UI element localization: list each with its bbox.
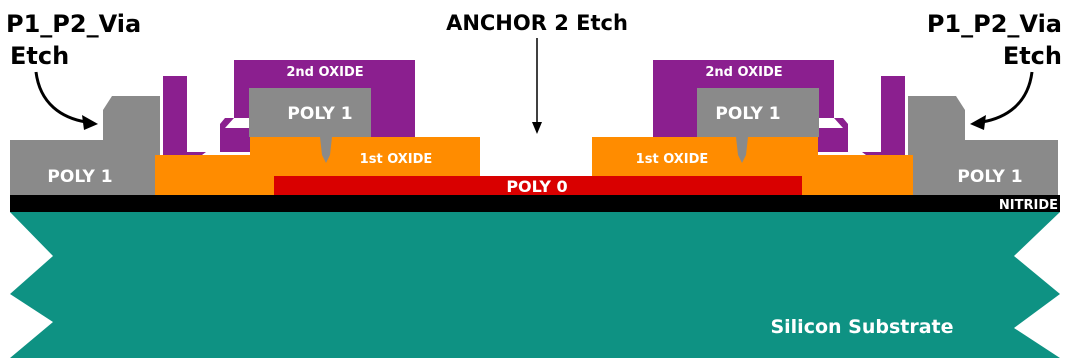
poly1-right-center bbox=[653, 88, 819, 148]
poly1-right-stem bbox=[736, 137, 748, 163]
poly1-left-edge-label: POLY 1 bbox=[47, 167, 112, 187]
poly1-left-center-label: POLY 1 bbox=[287, 104, 352, 124]
right-via-arrow bbox=[970, 71, 1034, 130]
anchor-etch-title: ANCHOR 2 Etch bbox=[446, 11, 628, 35]
poly0-label: POLY 0 bbox=[506, 177, 567, 196]
nitride-label: NITRIDE bbox=[999, 198, 1058, 213]
poly1-right-edge-block bbox=[908, 96, 1058, 195]
silicon-substrate bbox=[10, 212, 1060, 358]
oxide2-right-shape bbox=[653, 60, 905, 155]
via-right-label-line1: P1_P2_Via bbox=[927, 10, 1062, 38]
via-left-label-line2: Etch bbox=[10, 42, 69, 70]
poly1-left-edge-block bbox=[10, 96, 160, 195]
oxide1-right-shape bbox=[592, 137, 913, 195]
poly1-right-center-label: POLY 1 bbox=[715, 104, 780, 124]
poly0-layer bbox=[274, 176, 802, 195]
oxide2-right-label: 2nd OXIDE bbox=[705, 65, 782, 80]
oxide1-left-shape bbox=[155, 137, 480, 195]
oxide2-left-label: 2nd OXIDE bbox=[286, 65, 363, 80]
oxide1-left-label: 1st OXIDE bbox=[360, 152, 433, 167]
via-right-label-line2: Etch bbox=[1003, 42, 1062, 70]
nitride-layer bbox=[10, 195, 1060, 212]
left-via-arrow bbox=[34, 71, 98, 130]
via-left-label-line1: P1_P2_Via bbox=[6, 10, 141, 38]
oxide2-left-shape bbox=[163, 60, 415, 155]
oxide1-right-label: 1st OXIDE bbox=[636, 152, 709, 167]
poly1-left-stem bbox=[320, 137, 332, 163]
substrate-label: Silicon Substrate bbox=[770, 316, 953, 338]
anchor-arrow bbox=[532, 38, 542, 134]
poly1-left-center bbox=[249, 88, 415, 148]
poly1-right-edge-label: POLY 1 bbox=[957, 167, 1022, 187]
